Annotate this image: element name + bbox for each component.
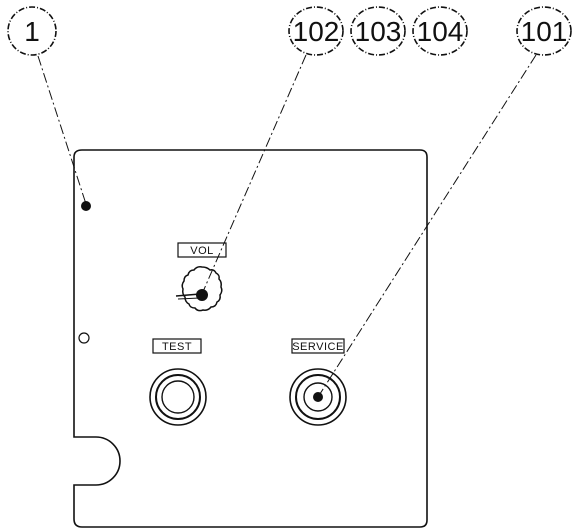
mounting-hole-open — [79, 333, 89, 343]
volume-knob-knurl — [182, 267, 222, 311]
callout-104-label: 104 — [417, 16, 464, 47]
callout-101: 101 — [517, 7, 571, 55]
callout-104: 104 — [413, 7, 467, 55]
test-label: TEST — [162, 341, 192, 353]
volume-knob-pointer-inner — [178, 298, 200, 299]
service-connector[interactable] — [290, 369, 346, 425]
callout-101-label: 101 — [521, 16, 568, 47]
leader-line-1 — [38, 56, 86, 204]
callout-103-label: 103 — [355, 16, 402, 47]
panel-outline — [74, 150, 427, 527]
callout-1: 1 — [8, 7, 56, 55]
vol-label: VOL — [190, 245, 214, 257]
test-button-inner — [162, 381, 194, 413]
test-button-outer — [150, 369, 206, 425]
callout-102-label: 102 — [293, 16, 340, 47]
callout-103: 103 — [351, 7, 405, 55]
volume-knob[interactable] — [176, 267, 222, 311]
mounting-hole-filled — [81, 201, 91, 211]
service-connector-pin — [313, 392, 323, 402]
leader-line-102 — [202, 55, 306, 294]
volume-knob-center — [196, 289, 208, 301]
service-label: SERVICE — [292, 341, 344, 353]
test-button[interactable] — [150, 369, 206, 425]
callout-102: 102 — [289, 7, 343, 55]
callout-1-label: 1 — [24, 16, 40, 47]
